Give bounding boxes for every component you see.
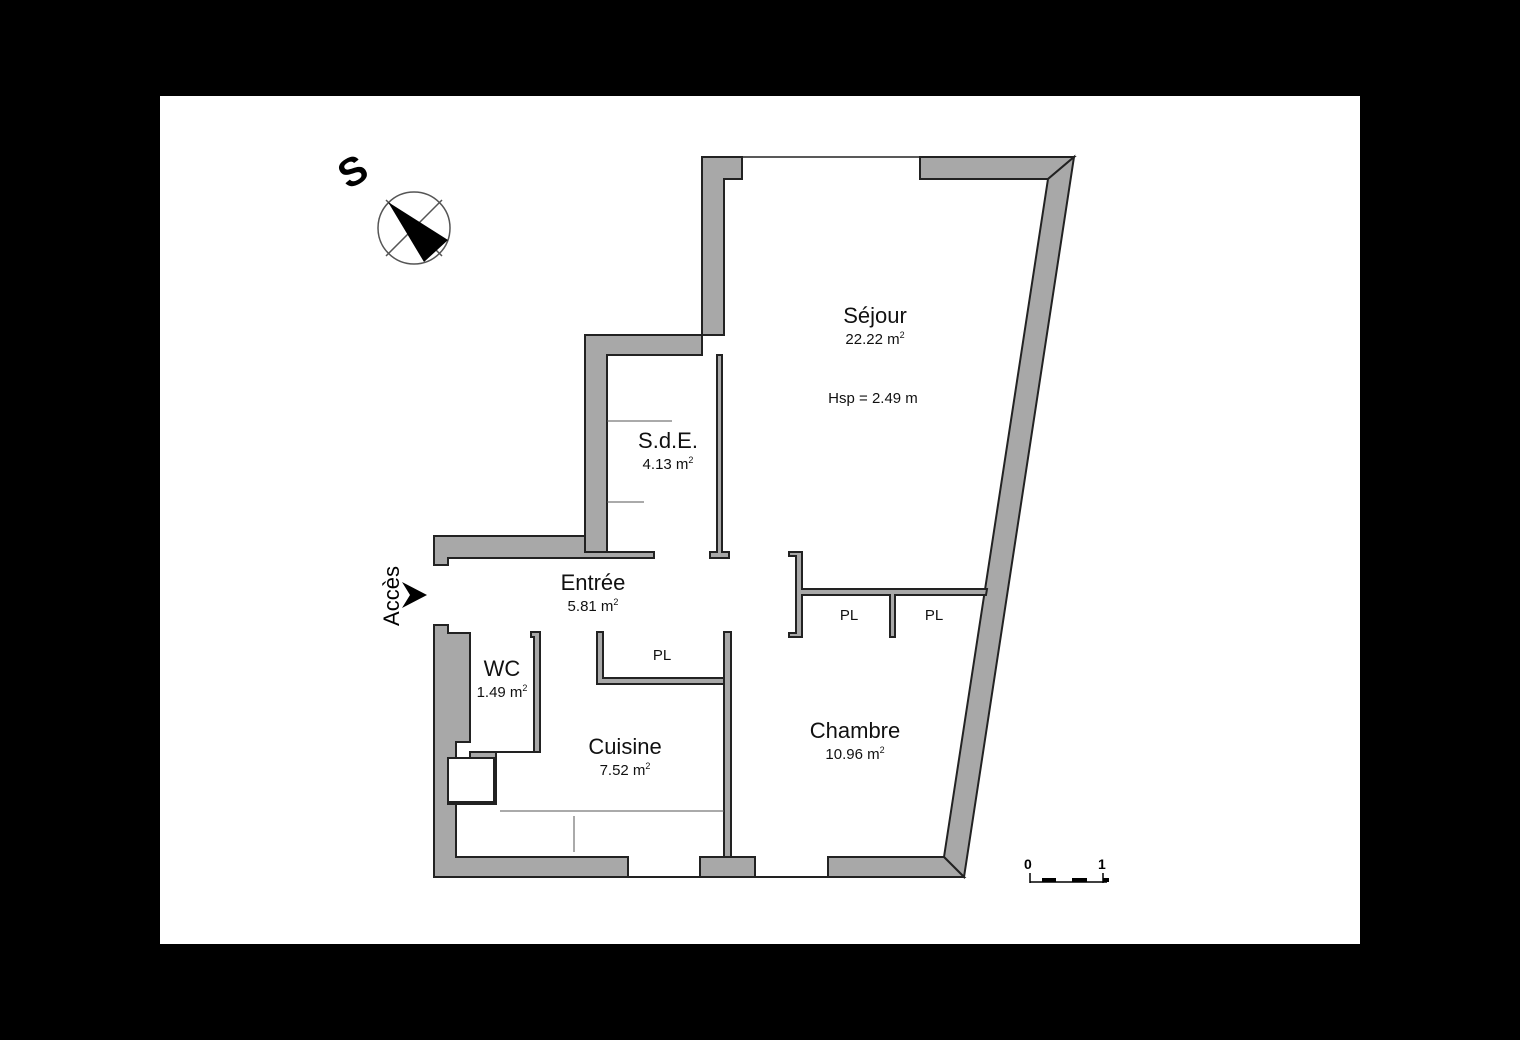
room-name: Cuisine <box>588 734 662 759</box>
room-wc: WC 1.49 m2 <box>476 656 528 701</box>
room-area: 4.13 m2 <box>642 455 694 473</box>
room-chambre: Chambre 10.96 m2 <box>809 718 901 763</box>
wall-sejour-top-left <box>701 156 743 336</box>
room-area: 1.49 m2 <box>476 683 528 701</box>
wall-right-angled <box>942 154 1076 880</box>
wall-bottom-right <box>827 856 967 878</box>
room-entree: Entrée 5.81 m2 <box>560 570 626 615</box>
ceiling-height-note: Hsp = 2.49 m <box>828 390 918 407</box>
wall-entree-top <box>433 535 655 566</box>
room-sde: S.d.E. 4.13 m2 <box>638 428 698 473</box>
room-area: 7.52 m2 <box>599 761 651 779</box>
compass-icon <box>377 191 451 265</box>
wall-cuisine-chambre <box>723 631 732 858</box>
room-area: 5.81 m2 <box>567 597 619 615</box>
room-name: Entrée <box>560 570 626 595</box>
scale-bar <box>1029 873 1109 883</box>
closet-label-chambre-1: PL <box>839 607 859 624</box>
wall-chambre-closet <box>788 551 989 638</box>
room-name: Chambre <box>809 718 901 743</box>
access-arrow-icon <box>402 582 427 608</box>
room-name: Séjour <box>843 303 907 328</box>
room-name: WC <box>483 656 521 681</box>
plan-sheet <box>160 96 1360 944</box>
shaft-box <box>447 757 495 803</box>
room-sejour: Séjour 22.22 m2 <box>843 303 907 348</box>
room-area: 22.22 m2 <box>845 330 905 348</box>
scale-end: 1 <box>1098 856 1106 872</box>
wall-sde-right <box>709 354 730 559</box>
access-label: Accès <box>378 566 404 626</box>
closet-label-chambre-2: PL <box>924 607 944 624</box>
room-name: S.d.E. <box>638 428 698 453</box>
scale-start: 0 <box>1024 856 1032 872</box>
closet-label-cuisine: PL <box>652 647 672 664</box>
room-area: 10.96 m2 <box>825 745 885 763</box>
wall-bottom-mid <box>699 856 756 878</box>
room-cuisine: Cuisine 7.52 m2 <box>588 734 662 779</box>
